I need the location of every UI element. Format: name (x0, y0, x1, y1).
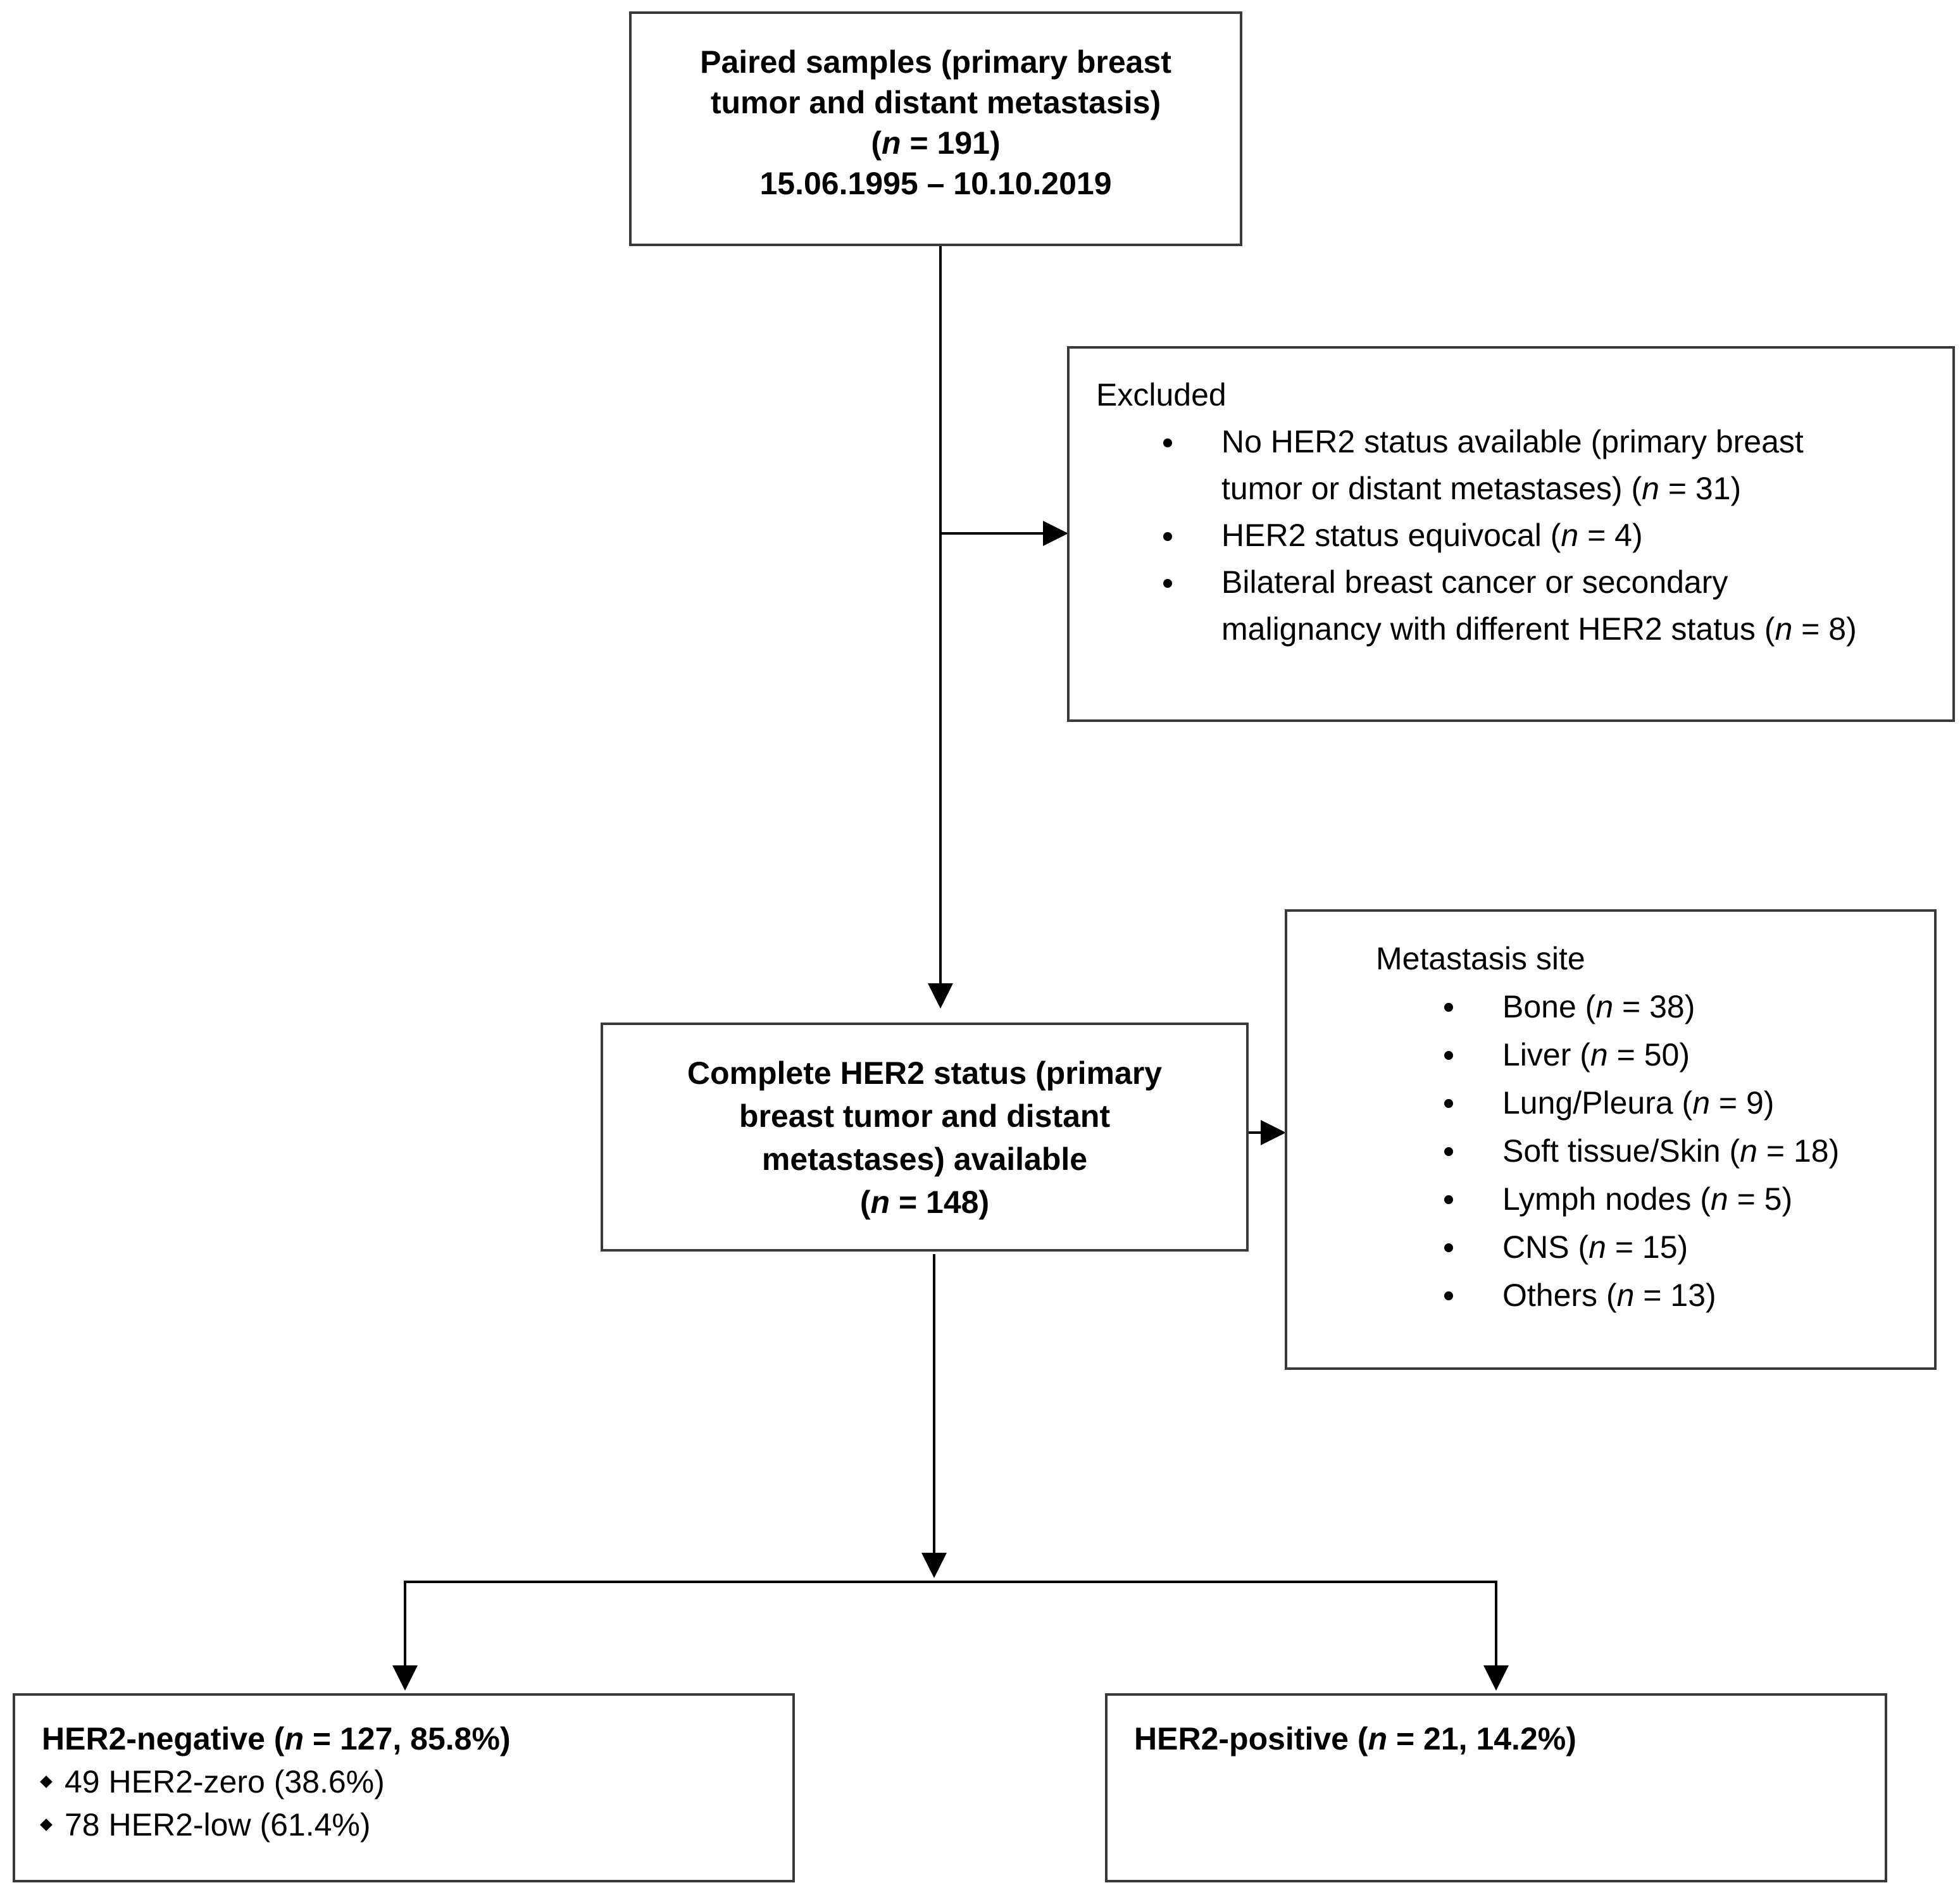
sites-list: Bone (n = 38) Liver (n = 50) Lung/Pleura… (1444, 983, 1934, 1319)
paired-samples-box: Paired samples (primary breast tumor and… (629, 11, 1242, 246)
paired-line2: tumor and distant metastasis) (710, 85, 1161, 120)
excluded-list: No HER2 status available (primary breast… (1163, 418, 1952, 652)
excluded-item: No HER2 status available (primary breast… (1163, 418, 1952, 512)
diamond-bullet-icon (40, 1818, 53, 1831)
excluded-title: Excluded (1096, 377, 1227, 413)
negative-sub-zero: 49 HER2-zero (38.6%) (40, 1760, 792, 1803)
positive-heading: HER2-positive (n = 21, 14.2%) (1134, 1721, 1576, 1756)
negative-sub-low: 78 HER2-low (61.4%) (40, 1803, 792, 1846)
site-item-cns: CNS (n = 15) (1444, 1223, 1934, 1271)
bullet-dot (1444, 1099, 1453, 1108)
bullet-dot (1444, 1003, 1453, 1012)
bullet-dot (1163, 438, 1172, 447)
complete-line3: metastases) available (761, 1141, 1088, 1177)
her2-positive-box: HER2-positive (n = 21, 14.2%) (1105, 1693, 1887, 1882)
complete-line1: Complete HER2 status (primary (687, 1055, 1163, 1091)
bullet-dot (1444, 1147, 1453, 1156)
bullet-dot (1444, 1195, 1453, 1204)
site-item-liver: Liver (n = 50) (1444, 1031, 1934, 1079)
bullet-dot (1444, 1051, 1453, 1060)
excluded-item: Bilateral breast cancer or secondary mal… (1163, 559, 1952, 652)
bullet-dot (1444, 1243, 1453, 1252)
site-item-soft-tissue: Soft tissue/Skin (n = 18) (1444, 1127, 1934, 1175)
complete-her2-box: Complete HER2 status (primary breast tum… (601, 1023, 1249, 1252)
site-item-bone: Bone (n = 38) (1444, 983, 1934, 1031)
site-item-lung: Lung/Pleura (n = 9) (1444, 1079, 1934, 1127)
paired-n: (n = 191) (871, 125, 1001, 161)
paired-dates: 15.06.1995 – 10.10.2019 (759, 166, 1112, 201)
bullet-dot (1163, 532, 1172, 541)
excluded-box: Excluded No HER2 status available (prima… (1067, 346, 1955, 722)
metastasis-site-box: Metastasis site Bone (n = 38) Liver (n =… (1285, 909, 1937, 1370)
bullet-dot (1444, 1291, 1453, 1300)
paired-line1: Paired samples (primary breast (700, 44, 1171, 80)
complete-n: (n = 148) (859, 1184, 990, 1220)
negative-heading: HER2-negative (n = 127, 85.8%) (42, 1721, 511, 1756)
bullet-dot (1163, 579, 1172, 588)
site-item-others: Others (n = 13) (1444, 1271, 1934, 1319)
her2-negative-box: HER2-negative (n = 127, 85.8%) 49 HER2-z… (13, 1693, 795, 1882)
sites-title: Metastasis site (1376, 941, 1585, 976)
complete-line2: breast tumor and distant (739, 1098, 1111, 1134)
site-item-lymph-nodes: Lymph nodes (n = 5) (1444, 1175, 1934, 1223)
diamond-bullet-icon (40, 1775, 53, 1788)
excluded-item: HER2 status equivocal (n = 4) (1163, 512, 1952, 559)
